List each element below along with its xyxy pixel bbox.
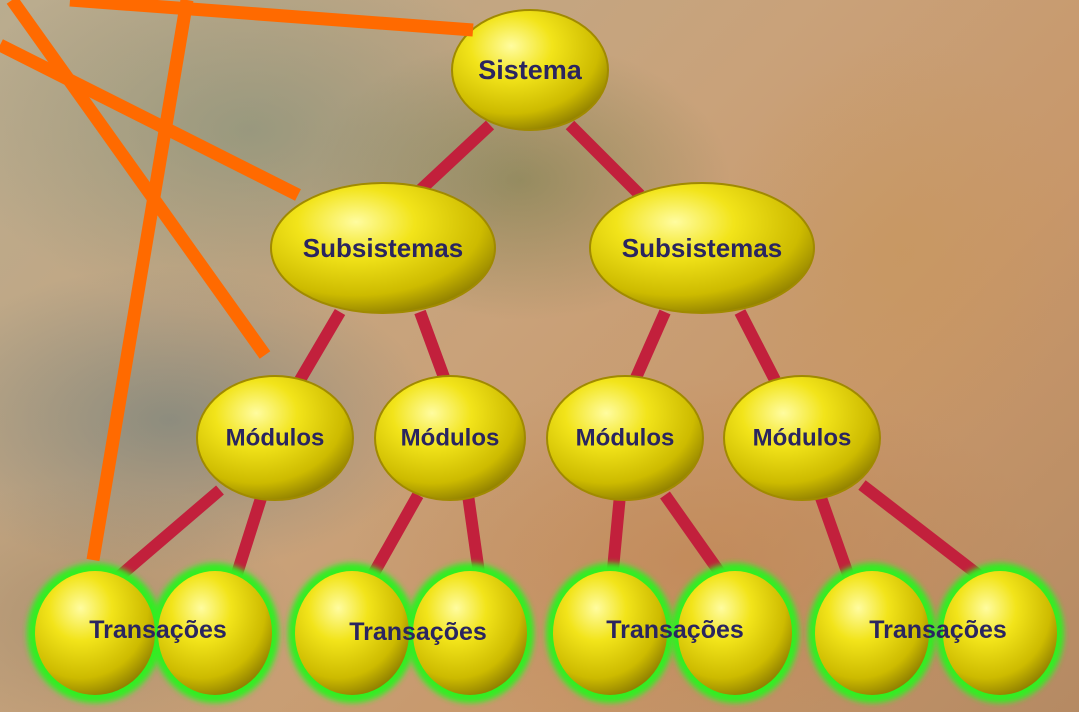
connector-sub1-mod2 — [414, 309, 451, 383]
node-label: Sistema — [478, 55, 583, 85]
node-modulos-2: Módulos — [374, 375, 526, 501]
node-transacoes-1: Transações — [89, 616, 227, 644]
connector-sub2-mod4 — [734, 309, 781, 383]
pointer-to-transacoes — [86, 0, 194, 562]
connector-lines — [111, 120, 989, 585]
node-modulos-4: Módulos — [723, 375, 881, 501]
node-label: Módulos — [753, 425, 852, 452]
connector-sub2-mod3 — [629, 309, 671, 383]
node-label: Subsistemas — [622, 233, 782, 263]
node-label: Subsistemas — [303, 233, 463, 263]
node-modulos-3: Módulos — [546, 375, 704, 501]
pointer-to-subsistemas — [0, 39, 301, 201]
node-label: Módulos — [401, 425, 500, 452]
ball-6 — [678, 571, 792, 695]
ball-7 — [815, 571, 929, 695]
transaction-balls — [35, 571, 1057, 695]
node-transacoes-2: Transações — [349, 618, 487, 646]
node-transacoes-4: Transações — [869, 616, 1007, 644]
ball-2 — [158, 571, 272, 695]
pointer-lines — [0, 0, 474, 562]
connector-sistema-sub1 — [410, 120, 495, 200]
ball-5 — [553, 571, 667, 695]
pointer-to-sistema — [69, 0, 474, 37]
node-label: Módulos — [226, 425, 325, 452]
ball-1 — [35, 571, 155, 695]
node-modulos-1: Módulos — [196, 375, 354, 501]
ball-8 — [943, 571, 1057, 695]
ball-3 — [295, 571, 409, 695]
node-sistema: Sistema — [451, 9, 609, 131]
connector-mod4-tr7 — [814, 493, 856, 582]
pointer-to-modulos — [6, 0, 271, 359]
connector-mod1-tr2 — [229, 493, 268, 582]
node-label: Módulos — [576, 425, 675, 452]
connector-sistema-sub2 — [565, 120, 645, 200]
connector-mod3-tr6 — [660, 491, 730, 584]
node-subsistemas-2: Subsistemas — [589, 182, 815, 314]
connector-mod1-tr1 — [111, 485, 224, 585]
node-transacoes-3: Transações — [606, 616, 744, 644]
ball-4 — [413, 571, 527, 695]
node-subsistemas-1: Subsistemas — [270, 182, 496, 314]
connector-mod2-tr3 — [364, 492, 424, 583]
connector-sub1-mod1 — [294, 308, 346, 384]
transaction-labels: Transações Transações Transações Transaç… — [89, 616, 1007, 646]
connector-mod4-tr8 — [858, 480, 989, 585]
